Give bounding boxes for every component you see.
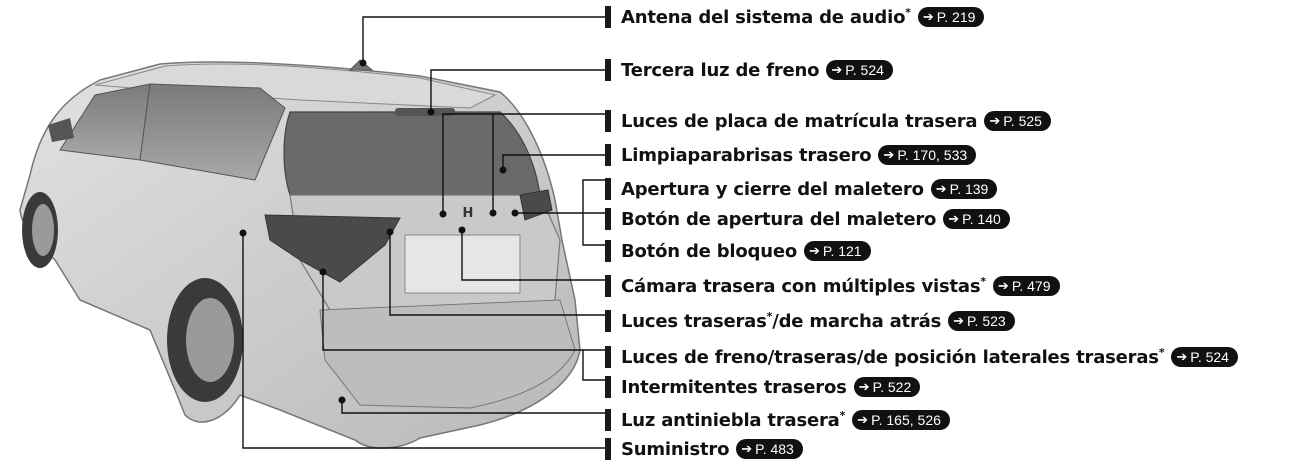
arrow-right-icon: ➔ [935, 181, 947, 196]
arrow-right-icon: ➔ [741, 441, 753, 456]
leader-wiper [502, 154, 605, 170]
leader-dots [239, 59, 519, 404]
page-ref-link[interactable]: ➔P. 525 [984, 111, 1051, 131]
page-ref-link[interactable]: ➔P. 139 [930, 179, 998, 199]
callout-rear-wiper: Limpiaparabrisas trasero ➔P. 170, 533 [605, 144, 977, 166]
leader-fog [341, 400, 605, 414]
page-ref-link[interactable]: ➔P. 479 [992, 276, 1060, 296]
callout-rear-fog-light: Luz antiniebla trasera* ➔P. 165, 526 [605, 409, 950, 431]
wheel-rear-rim [186, 298, 234, 382]
side-window-front [139, 83, 286, 181]
page-ref-link[interactable]: ➔P. 165, 526 [852, 410, 950, 430]
callout-plate-lights: Luces de placa de matrícula trasera ➔P. … [605, 110, 1051, 132]
leader-brake-bracket-2 [582, 349, 605, 381]
callout-rear-turn-signals: Intermitentes traseros ➔P. 522 [605, 376, 921, 398]
arrow-right-icon: ➔ [989, 113, 1001, 128]
arrow-right-icon: ➔ [858, 379, 870, 394]
roof-spoiler [395, 108, 455, 116]
page-ref-link[interactable]: ➔P. 524 [826, 60, 893, 80]
leader-reverse [389, 232, 605, 316]
brand-emblem: H [463, 206, 474, 221]
leader-antenna [362, 16, 605, 63]
car-illustration: H [19, 59, 581, 449]
callout-reverse-lights: Luces traseras*/de marcha atrás ➔P. 523 [605, 310, 1015, 332]
arrow-right-icon: ➔ [997, 278, 1009, 293]
page-ref-link[interactable]: ➔P. 523 [948, 311, 1015, 331]
arrow-right-icon: ➔ [922, 9, 934, 24]
side-mirror [48, 118, 74, 142]
leader-brake-bracket [322, 272, 583, 351]
callout-tailgate-button: Botón de apertura del maletero ➔P. 140 [605, 208, 1010, 230]
leader-supply [242, 233, 605, 449]
arrow-right-icon: ➔ [857, 412, 869, 427]
rear-window [283, 111, 541, 196]
callout-third-brake: Tercera luz de freno ➔P. 524 [605, 59, 893, 81]
leader-camera [461, 230, 605, 281]
arrow-right-icon: ➔ [953, 313, 965, 328]
tail-light-left [264, 214, 401, 283]
callout-tailgate-open-close: Apertura y cierre del maletero ➔P. 139 [605, 178, 998, 200]
callout-supply: Suministro ➔P. 483 [605, 438, 803, 460]
callout-antenna: Antena del sistema de audio* ➔P. 219 [605, 6, 985, 28]
callout-brake-tail-lights: Luces de freno/traseras/de posición late… [605, 346, 1238, 368]
rear-bumper [319, 299, 576, 409]
page-ref-link[interactable]: ➔P. 140 [943, 209, 1010, 229]
page-ref-link[interactable]: ➔P. 219 [917, 7, 985, 27]
leader-plate-lights [442, 113, 605, 214]
page-ref-link[interactable]: ➔P. 522 [853, 377, 921, 397]
wheel-front-rim [32, 204, 54, 256]
arrow-right-icon: ➔ [948, 211, 960, 226]
callout-rear-camera: Cámara trasera con múltiples vistas* ➔P.… [605, 275, 1060, 297]
arrow-right-icon: ➔ [883, 147, 895, 162]
page-ref-link[interactable]: ➔P. 524 [1171, 347, 1238, 367]
page-ref-link[interactable]: ➔P. 121 [804, 241, 871, 261]
page-ref-link[interactable]: ➔P. 483 [736, 439, 803, 459]
page-ref-link[interactable]: ➔P. 170, 533 [878, 145, 977, 165]
car-roof [94, 63, 497, 109]
leader-lines [242, 16, 605, 449]
arrow-right-icon: ➔ [809, 243, 820, 258]
arrow-right-icon: ➔ [1176, 349, 1188, 364]
leader-third-brake [430, 69, 605, 112]
callout-lock-button: Botón de bloqueo ➔P. 121 [605, 240, 871, 262]
arrow-right-icon: ➔ [831, 62, 843, 77]
